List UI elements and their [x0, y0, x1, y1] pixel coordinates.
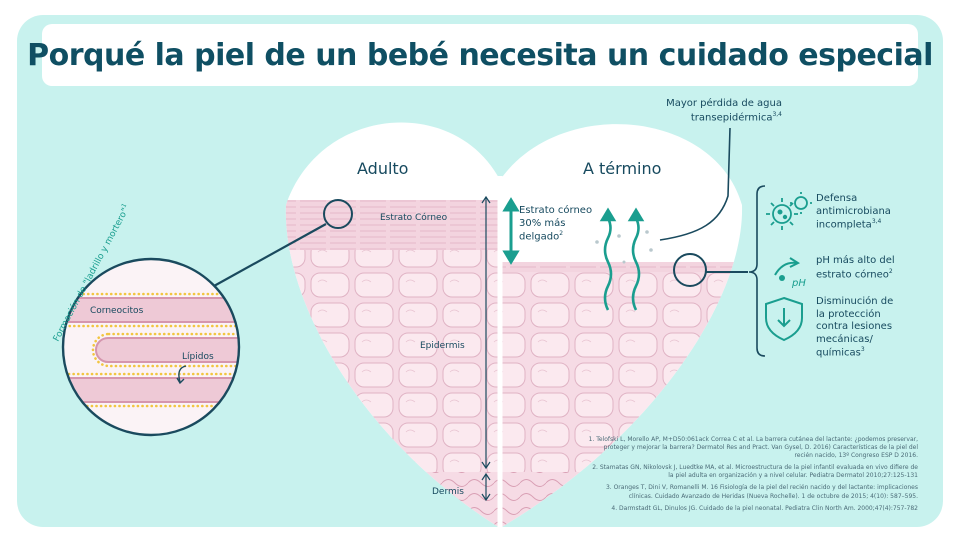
- term-label: A término: [583, 159, 662, 178]
- feature-line: antimicrobiana: [816, 205, 891, 217]
- feature-protection: Disminución de la protección contra lesi…: [816, 296, 893, 360]
- dermis-label: Dermis: [432, 487, 464, 497]
- reference-item: 2. Stamatas GN, Nikolovsk J, Luedtke MA,…: [592, 464, 918, 480]
- feature-line: pH más alto del: [816, 255, 895, 266]
- feature-line: incompleta3,4: [816, 218, 882, 231]
- water-droplets: [595, 230, 653, 264]
- feature-line: la protección: [816, 308, 881, 320]
- bacteria-icon: [766, 192, 812, 230]
- feature-line: químicas3: [816, 346, 865, 359]
- feature-line: mecánicas/: [816, 333, 873, 345]
- features-bracket: [748, 185, 766, 357]
- thickness-arrows: [481, 195, 491, 502]
- thinner-stratum-text: Estrato córneo 30% más delgado2: [519, 205, 592, 244]
- feature-line: contra lesiones: [816, 321, 893, 332]
- feature-antimicrobial: Defensa antimicrobiana incompleta3,4: [816, 193, 891, 232]
- title-bar: Porqué la piel de un bebé necesita un cu…: [27, 24, 933, 86]
- water-loss-text: Mayor pérdida de agua transepidérmica3,4: [652, 98, 782, 124]
- svg-text:pH: pH: [791, 278, 806, 289]
- feature-line: Defensa: [816, 193, 858, 204]
- zoom-circle-term: [673, 253, 707, 287]
- water-loss-callout-line: [659, 127, 731, 241]
- stratum-corneum-label: Estrato Córneo: [380, 213, 448, 223]
- page-title: Porqué la piel de un bebé necesita un cu…: [27, 37, 933, 73]
- zoom-circle-adult: [323, 199, 353, 229]
- corneocytes-label: Corneocitos: [90, 306, 144, 316]
- thinner-arrow: [502, 197, 520, 265]
- reference-item: 1. Telofski L, Morello AP, M+D50:061ack …: [588, 436, 918, 460]
- water-loss-line2: transepidérmica3,4: [690, 110, 782, 123]
- lipids-label: Lípidos: [182, 352, 214, 362]
- thinner-line1: Estrato córneo: [519, 205, 593, 216]
- water-loss-arrows: [599, 207, 645, 311]
- water-loss-line1: Mayor pérdida de agua: [666, 98, 782, 109]
- brick-mortar-zoom: [61, 257, 241, 437]
- feature-line: Disminución de: [816, 296, 894, 307]
- references: 1. Telofski L, Morello AP, M+D50:061ack …: [588, 436, 918, 517]
- thinner-line3: delgado2: [519, 230, 564, 243]
- feature-ph: pH más alto del estrato córneo2: [816, 255, 895, 281]
- thinner-line2: 30% más: [519, 217, 566, 229]
- ph-icon: pH: [774, 257, 806, 289]
- reference-item: 4. Darmstadt GL, Dinulos JG. Cuidado de …: [611, 504, 918, 512]
- adult-label: Adulto: [357, 159, 409, 178]
- reference-item: 3. Oranges T, Dini V, Romanelli M. 16 Fi…: [605, 484, 918, 500]
- shield-icon: [765, 296, 803, 342]
- epidermis-label: Epidermis: [420, 341, 465, 351]
- feature-line: estrato córneo2: [816, 267, 893, 280]
